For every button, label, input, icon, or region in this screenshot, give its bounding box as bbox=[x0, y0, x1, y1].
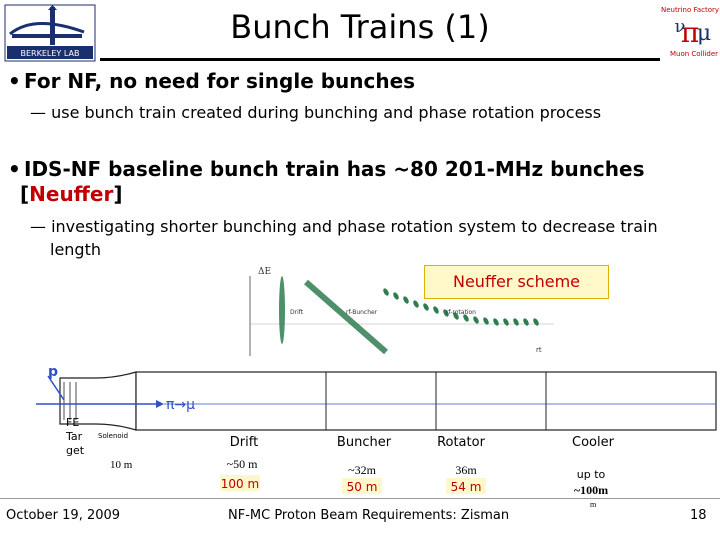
svg-text:π: π bbox=[681, 16, 699, 49]
rotated-bunches bbox=[383, 288, 539, 326]
cooler-extra-unit: m bbox=[590, 500, 597, 509]
section-buncher-label: Buncher bbox=[337, 435, 392, 450]
proton-label: p bbox=[48, 364, 58, 380]
footer-presentation-title: NF-MC Proton Beam Requirements: Zisman bbox=[228, 508, 510, 523]
cooler-length-upto: up to bbox=[577, 468, 606, 481]
bullet-2: •IDS-NF baseline bunch train has ~80 201… bbox=[8, 157, 645, 181]
proton-beam-line bbox=[47, 375, 65, 401]
rotator-length-new: 54 m bbox=[451, 480, 482, 494]
page-number: 18 bbox=[690, 508, 707, 523]
bracket-open: [ bbox=[20, 182, 30, 206]
drift-length-old: ~50 m bbox=[227, 457, 258, 471]
buncher-distribution bbox=[304, 279, 388, 355]
phase-space-graphic: ΔE Drift rf-Buncher rf-rotation rt bbox=[249, 267, 554, 356]
berkeley-logo-graphic: BERKELEY LAB bbox=[4, 4, 96, 62]
dash-glyph: — bbox=[30, 217, 52, 236]
section-cooler-label: Cooler bbox=[572, 435, 615, 450]
nfmcc-logo-text-bottom: Muon Collider bbox=[670, 50, 718, 58]
phase-space-figure: ΔE Drift rf-Buncher rf-rotation rt bbox=[236, 262, 556, 358]
bullet-dot: • bbox=[8, 157, 21, 181]
beamline-schematic: p π→μ FE Tar get Solenoid 10 m Drift Bun… bbox=[36, 362, 720, 498]
bullet-1-sub: — use bunch train created during bunchin… bbox=[30, 103, 601, 122]
drift-length-new: 100 m bbox=[221, 477, 259, 491]
pi-mu-decay-label: π→μ bbox=[166, 397, 195, 413]
bullet-1: •For NF, no need for single bunches bbox=[8, 69, 415, 93]
bullet-dot: • bbox=[8, 69, 21, 93]
phase-space-axis-rt: rt bbox=[536, 346, 542, 354]
title-underline bbox=[100, 58, 660, 61]
beam-pipe bbox=[135, 371, 717, 431]
target-label-get: get bbox=[66, 444, 85, 457]
solenoid-label: Solenoid bbox=[98, 432, 128, 440]
drift-distribution bbox=[279, 276, 285, 344]
neuffer-reference: Neuffer bbox=[29, 182, 114, 206]
rotator-length-old: 36m bbox=[455, 463, 477, 477]
bullet-1-sub-text: use bunch train created during bunching … bbox=[51, 103, 602, 122]
bullet-2-sub: — investigating shorter bunching and pha… bbox=[30, 217, 658, 236]
bullet-2-sub-line2: length bbox=[50, 240, 101, 259]
neuffer-scheme-label: Neuffer scheme bbox=[424, 265, 609, 299]
section-rotator-label: Rotator bbox=[437, 435, 486, 450]
buncher-length-old: ~32m bbox=[348, 463, 376, 477]
panel-label-rotation: rf-rotation bbox=[446, 309, 476, 316]
cooler-length: ~100m bbox=[574, 483, 608, 497]
panel-label-buncher: rf-Buncher bbox=[346, 309, 378, 316]
berkeley-lab-logo: BERKELEY LAB bbox=[4, 4, 96, 62]
svg-text:μ: μ bbox=[697, 21, 711, 46]
bullet-2-line2: [Neuffer] bbox=[20, 182, 122, 206]
buncher-length-new: 50 m bbox=[347, 480, 378, 494]
berkeley-logo-text: BERKELEY LAB bbox=[21, 49, 80, 58]
target-label-tar: Tar bbox=[65, 430, 83, 443]
target-length: 10 m bbox=[110, 459, 133, 471]
footer-rule bbox=[0, 498, 720, 499]
target-label-fe: FE bbox=[66, 416, 79, 429]
nfmcc-logo: Neutrino Factory π μ ν Muon Collider bbox=[660, 2, 720, 60]
phase-space-axis-e: ΔE bbox=[258, 267, 271, 277]
beamline-graphic: p π→μ FE Tar get Solenoid 10 m Drift Bun… bbox=[36, 364, 717, 497]
footer-date: October 19, 2009 bbox=[6, 508, 121, 523]
dash-glyph: — bbox=[30, 103, 52, 122]
slide-title: Bunch Trains (1) bbox=[230, 8, 490, 46]
bullet-2-text-line1: IDS-NF baseline bunch train has ~80 201-… bbox=[24, 157, 645, 181]
bullet-1-text: For NF, no need for single bunches bbox=[24, 69, 416, 93]
bullet-2-sub-line1: investigating shorter bunching and phase… bbox=[51, 217, 658, 236]
nfmcc-logo-graphic: Neutrino Factory π μ ν Muon Collider bbox=[661, 6, 719, 58]
svg-text:ν: ν bbox=[675, 16, 686, 37]
section-drift-label: Drift bbox=[230, 435, 258, 450]
panel-label-drift: Drift bbox=[290, 309, 304, 316]
nfmcc-logo-text-top: Neutrino Factory bbox=[661, 6, 719, 14]
bracket-close: ] bbox=[113, 182, 123, 206]
